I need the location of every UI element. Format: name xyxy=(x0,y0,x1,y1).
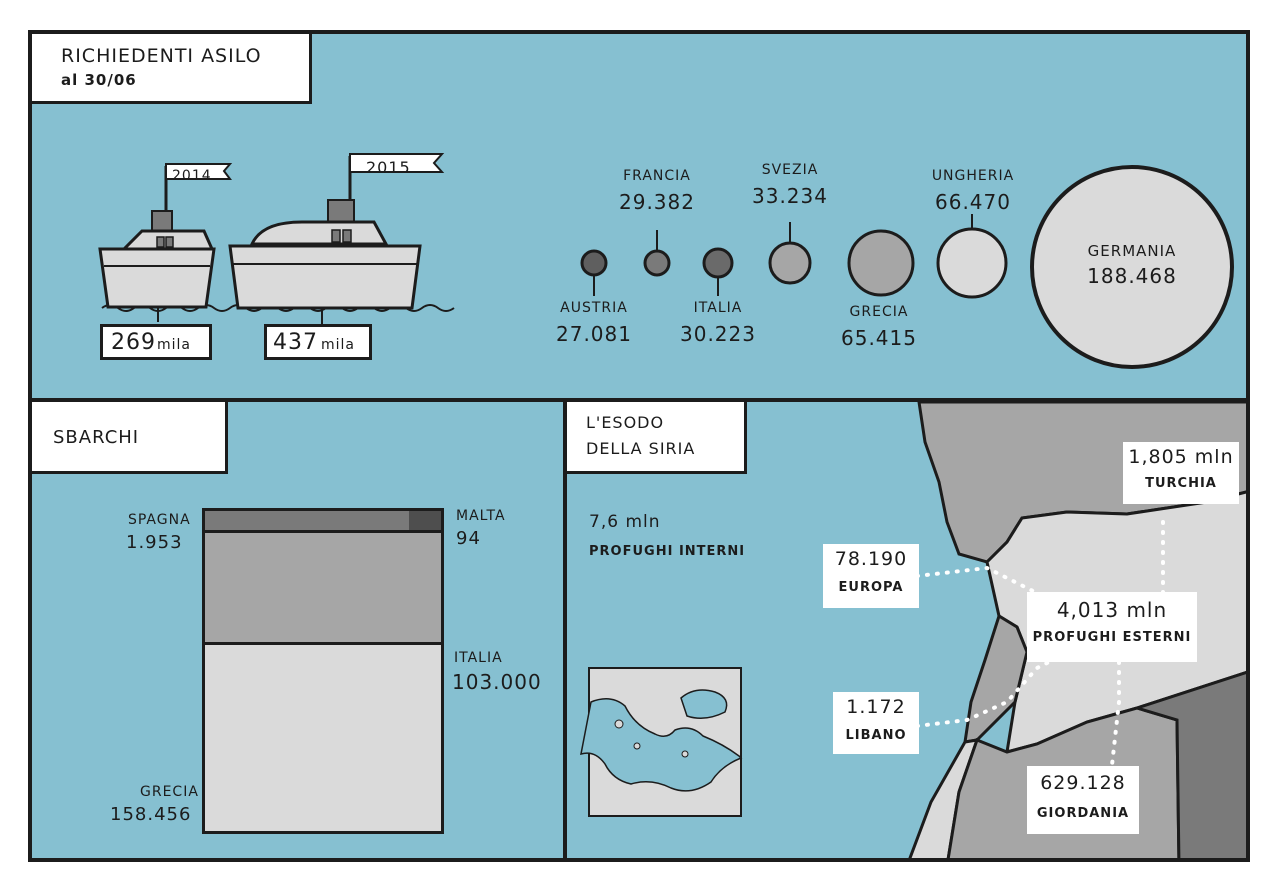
landing-grecia-value: 158.456 xyxy=(110,804,192,825)
landings-panel: SBARCHI SPAGNA 1.953 MALTA 94 ITALIA 103… xyxy=(28,398,571,862)
boat-2014-year: 2014 xyxy=(172,168,212,184)
landings-title: SBARCHI xyxy=(53,427,140,448)
syria-internal-value: 7,6 mln xyxy=(589,512,661,532)
dest-europa-value: 78.190 xyxy=(834,548,908,570)
boat-2014-unit: mila xyxy=(157,337,191,353)
boat-2014-value: 269 xyxy=(111,330,156,355)
country-ungheria-name: UNGHERIA xyxy=(931,168,1015,184)
landing-spagna-name: SPAGNA xyxy=(128,512,191,528)
dest-turchia-name: TURCHIA xyxy=(1145,476,1217,491)
country-grecia-value: 65.415 xyxy=(841,326,917,350)
country-italia-value: 30.223 xyxy=(680,322,756,346)
syria-internal-label: PROFUGHI INTERNI xyxy=(589,544,746,559)
block-grecia xyxy=(205,645,441,831)
country-francia-value: 29.382 xyxy=(619,190,695,214)
country-germania-value: 188.468 xyxy=(1087,264,1177,288)
syria-panel: L'ESODO DELLA SIRIA 7,6 mln PROFUGHI INT… xyxy=(563,398,1250,862)
dest-giordania-box: 629.128 GIORDANIA xyxy=(1027,766,1139,834)
landing-italia-name: ITALIA xyxy=(454,650,503,666)
asylum-illustration xyxy=(98,153,1234,369)
dest-turchia-box: 1,805 mln TURCHIA xyxy=(1123,442,1239,504)
landings-block xyxy=(202,508,444,834)
block-italia xyxy=(205,533,441,645)
dest-libano-box: 1.172 LIBANO xyxy=(833,692,919,754)
landing-malta-value: 94 xyxy=(456,528,481,549)
bubble-ungheria xyxy=(936,227,1008,299)
landing-italia-value: 103.000 xyxy=(452,670,542,694)
boat-2014-value-box: 269 mila xyxy=(100,324,212,360)
country-bubbles xyxy=(580,165,1234,369)
bubble-italia xyxy=(702,247,734,279)
block-spagna xyxy=(205,511,409,533)
landing-spagna-value: 1.953 xyxy=(126,532,183,553)
block-malta xyxy=(409,511,441,533)
country-ungheria-value: 66.470 xyxy=(935,190,1011,214)
dest-libano-name: LIBANO xyxy=(845,728,907,743)
asylum-title-box: RICHIEDENTI ASILO al 30/06 xyxy=(32,34,312,104)
boat-2015-year: 2015 xyxy=(366,158,411,177)
bubble-austria xyxy=(580,249,608,277)
boat-2014-icon xyxy=(98,163,233,322)
country-svezia-value: 33.234 xyxy=(752,184,828,208)
map-iraq xyxy=(1131,671,1246,858)
dest-libano-value: 1.172 xyxy=(846,696,906,718)
syria-title-line2: DELLA SIRIA xyxy=(586,439,696,458)
syria-title-box: L'ESODO DELLA SIRIA xyxy=(567,402,747,474)
bubble-francia xyxy=(643,249,671,277)
external-label: PROFUGHI ESTERNI xyxy=(1032,630,1192,645)
asylum-panel: RICHIEDENTI ASILO al 30/06 2014 2015 269… xyxy=(28,30,1250,402)
bubble-svezia xyxy=(768,241,812,285)
external-box: 4,013 mln PROFUGHI ESTERNI xyxy=(1027,592,1197,662)
country-germania-name: GERMANIA xyxy=(1087,242,1177,260)
dest-giordania-name: GIORDANIA xyxy=(1036,806,1130,821)
inset-map xyxy=(580,667,743,817)
country-austria-name: AUSTRIA xyxy=(560,300,628,316)
syria-title-line1: L'ESODO xyxy=(586,413,665,432)
boat-2015-value: 437 xyxy=(273,330,318,355)
country-francia-name: FRANCIA xyxy=(623,168,691,184)
asylum-title: RICHIEDENTI ASILO xyxy=(61,45,262,67)
bubble-germania xyxy=(1030,165,1234,369)
dest-europa-name: EUROPA xyxy=(838,580,904,595)
country-austria-value: 27.081 xyxy=(556,322,632,346)
country-svezia-name: SVEZIA xyxy=(761,162,819,178)
external-value: 4,013 mln xyxy=(1056,598,1168,622)
dest-turchia-value: 1,805 mln xyxy=(1128,446,1234,468)
dest-europa-box: 78.190 EUROPA xyxy=(823,544,919,608)
landing-malta-name: MALTA xyxy=(456,508,506,524)
asylum-subtitle: al 30/06 xyxy=(61,71,137,89)
boat-2015-icon xyxy=(228,153,445,324)
boat-2015-value-box: 437 mila xyxy=(264,324,372,360)
country-italia-name: ITALIA xyxy=(693,300,743,316)
dest-giordania-value: 629.128 xyxy=(1040,772,1126,794)
boat-2015-unit: mila xyxy=(321,337,355,353)
country-grecia-name: GRECIA xyxy=(849,304,909,320)
landing-grecia-name: GRECIA xyxy=(140,784,199,800)
landings-title-box: SBARCHI xyxy=(32,402,228,474)
bubble-grecia xyxy=(847,229,915,297)
